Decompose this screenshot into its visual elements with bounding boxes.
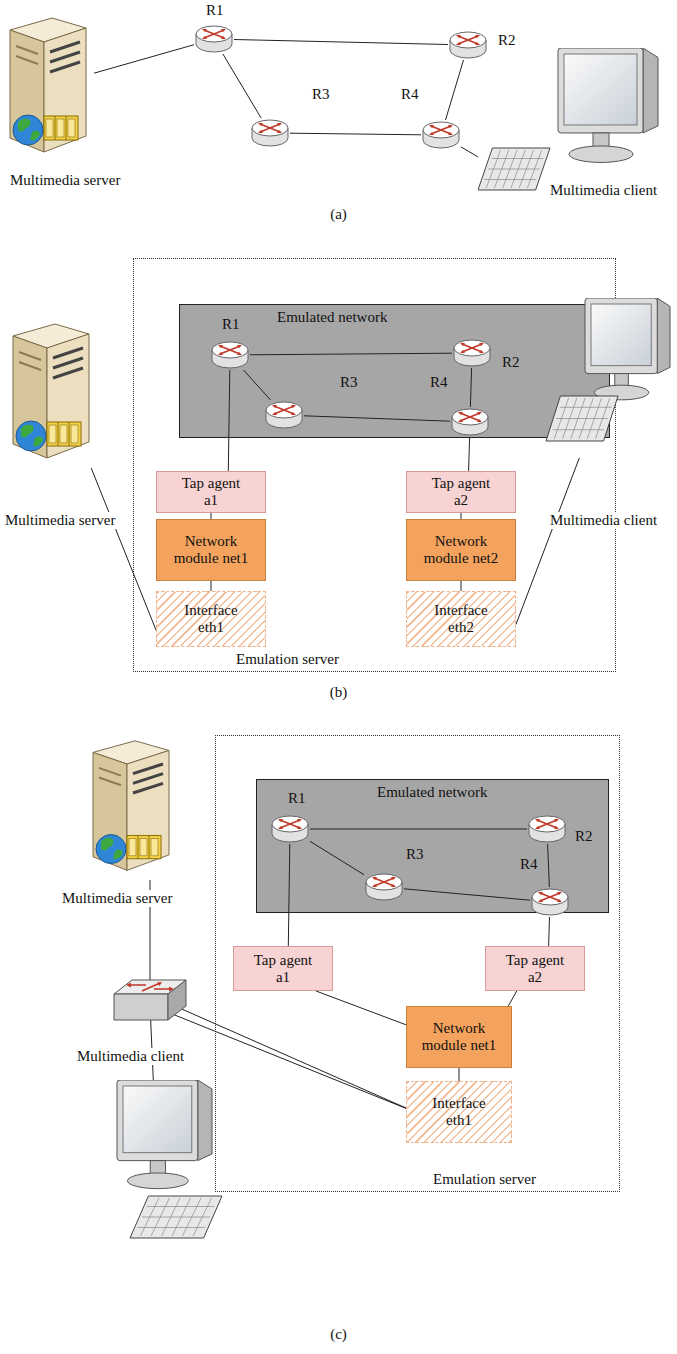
network-link: [211, 513, 212, 519]
router-icon: R4: [530, 887, 570, 917]
network-link: [446, 60, 464, 120]
server-icon: Multimedia server: [2, 12, 94, 162]
region-title: Emulated network: [377, 784, 487, 801]
router-label: R1: [206, 2, 224, 19]
network-link: [470, 368, 471, 407]
interface-box: Interface eth1: [406, 1081, 512, 1143]
network-link: [461, 147, 478, 157]
network-link: [228, 370, 230, 471]
device-label: Multimedia client: [75, 1048, 186, 1065]
emulated-network-box: Emulated networkR1R2R3R4: [256, 779, 609, 913]
device-label: Multimedia client: [548, 512, 659, 529]
network-link: [461, 513, 462, 519]
router-icon: R2: [527, 814, 567, 844]
router-icon: R1: [270, 814, 310, 844]
network-link: [469, 437, 470, 471]
box-label: Interface eth1: [421, 1095, 497, 1129]
switch-icon: [112, 978, 188, 1028]
router-label: R2: [575, 828, 593, 845]
region-title: Emulated network: [277, 309, 387, 326]
tap-agent-box: Tap agent a1: [156, 471, 266, 513]
network-link: [461, 581, 462, 591]
router-label: R1: [288, 790, 306, 807]
network-link: [250, 353, 452, 355]
router-label: R2: [502, 354, 520, 371]
router-icon: R1: [194, 24, 234, 54]
region-title: Emulation server: [236, 651, 339, 668]
box-label: Tap agent a1: [173, 475, 249, 509]
network-link: [404, 889, 530, 900]
router-icon: R3: [250, 118, 290, 148]
network-link: [459, 1068, 460, 1081]
network-link: [244, 370, 271, 400]
interface-box: Interface eth1: [156, 591, 266, 647]
server-icon: Multimedia server: [85, 735, 177, 880]
network-link: [548, 844, 550, 887]
box-label: Network module net1: [173, 533, 249, 567]
router-label: R1: [222, 316, 240, 333]
network-link: [310, 841, 364, 874]
device-label: Multimedia server: [60, 890, 174, 907]
network-link: [150, 880, 406, 1108]
region-title: Emulation server: [433, 1171, 536, 1188]
router-icon: R4: [450, 407, 490, 437]
router-label: R2: [498, 32, 516, 49]
emulation-server-box: Emulation serverEmulated networkR1R2R3R4…: [133, 258, 616, 672]
router-icon: R1: [210, 340, 250, 370]
router-label: R4: [401, 86, 419, 103]
device-label: Multimedia server: [3, 512, 117, 529]
network-link: [211, 581, 212, 591]
router-icon: R4: [421, 120, 461, 150]
router-label: R4: [520, 856, 538, 873]
box-label: Tap agent a2: [423, 475, 499, 509]
router-icon: R2: [448, 30, 488, 60]
client-computer: Multimedia client: [540, 298, 672, 458]
device-label: Multimedia client: [548, 182, 659, 199]
network-link: [288, 844, 290, 946]
network-link: [508, 991, 516, 1006]
router-label: R3: [340, 374, 358, 391]
panel-caption: (a): [0, 206, 677, 223]
box-label: Network module net2: [423, 533, 499, 567]
router-label: R4: [430, 374, 448, 391]
network-link: [290, 133, 421, 135]
router-label: R3: [406, 846, 424, 863]
device-label: Multimedia server: [8, 172, 122, 189]
network-module-box: Network module net1: [156, 519, 266, 581]
network-module-box: Network module net2: [406, 519, 516, 581]
network-link: [94, 45, 194, 73]
panel-caption: (b): [0, 684, 677, 701]
router-label: R3: [312, 86, 330, 103]
router-icon: R2: [452, 338, 492, 368]
emulated-network-box: Emulated networkR1R2R3R4: [179, 304, 610, 438]
network-module-box: Network module net1: [406, 1006, 512, 1068]
router-icon: R3: [264, 400, 304, 430]
box-label: Network module net1: [421, 1020, 497, 1054]
tap-agent-box: Tap agent a1: [233, 946, 333, 991]
network-link: [150, 1005, 406, 1108]
network-link: [91, 468, 156, 630]
panel-caption: (c): [0, 1326, 677, 1343]
tap-agent-box: Tap agent a2: [485, 946, 585, 991]
network-link: [234, 40, 448, 45]
box-label: Interface eth2: [423, 602, 499, 636]
network-link: [516, 458, 579, 624]
network-link: [316, 991, 406, 1025]
network-link: [223, 54, 261, 118]
box-label: Interface eth1: [173, 602, 249, 636]
emulation-server-box: Emulation serverEmulated networkR1R2R3R4…: [215, 735, 620, 1192]
server-icon: Multimedia server: [5, 318, 97, 468]
interface-box: Interface eth2: [406, 591, 516, 647]
network-link: [310, 829, 527, 830]
network-link: [304, 416, 450, 421]
network-link: [548, 917, 550, 946]
tap-agent-box: Tap agent a2: [406, 471, 516, 513]
client-computer: Multimedia client: [112, 1080, 227, 1240]
router-icon: R3: [364, 872, 404, 902]
box-label: Tap agent a2: [497, 952, 573, 986]
client-computer: Multimedia client: [478, 48, 663, 193]
box-label: Tap agent a1: [245, 952, 321, 986]
